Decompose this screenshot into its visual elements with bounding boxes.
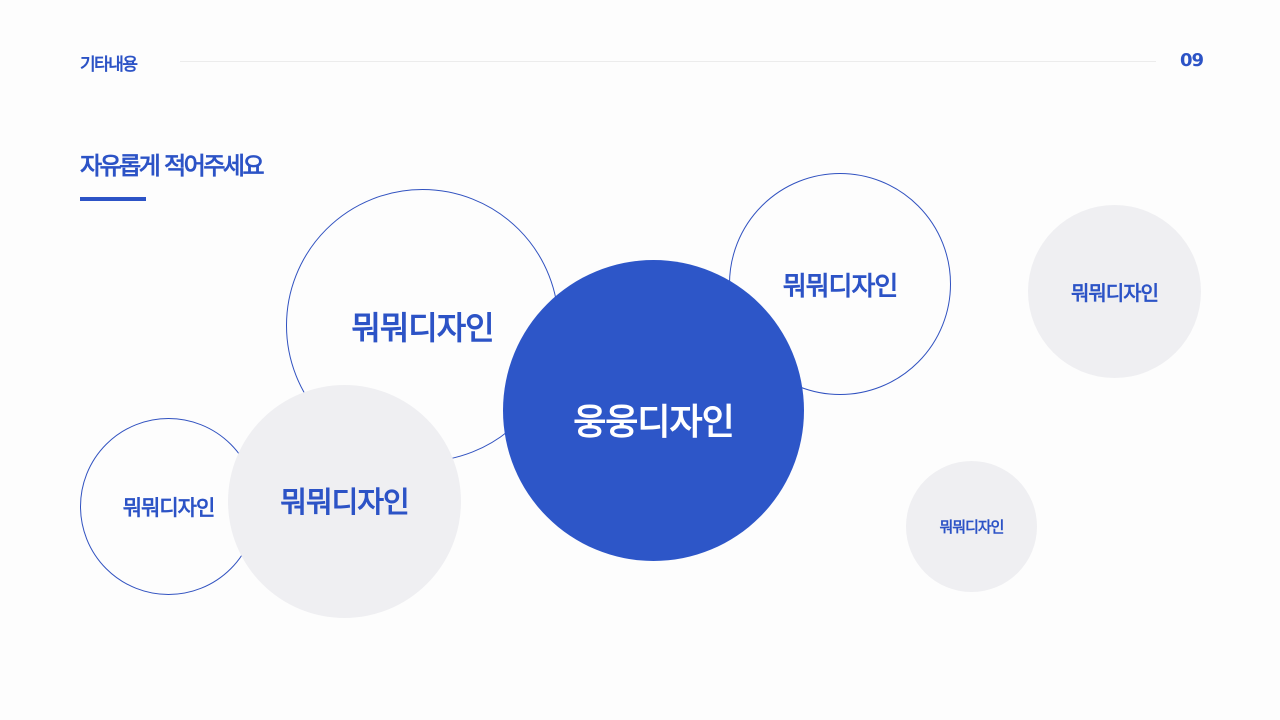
page-number: 09 [1180, 50, 1204, 71]
section-title: 자유롭게 적어주세요 [80, 152, 265, 180]
bubble-outline-small-left: 뭐뭐디자인 [80, 418, 257, 595]
title-underline [80, 197, 146, 201]
header-label: 기타내용 [80, 55, 138, 75]
bubble-label: 뭐뭐디자인 [122, 495, 216, 520]
bubble-grey-small-bottom-right: 뭐뭐디자인 [906, 461, 1037, 592]
bubble-center-filled: 웅웅디자인 [503, 260, 804, 561]
bubble-grey-far-right: 뭐뭐디자인 [1028, 205, 1201, 378]
bubble-grey-left: 뭐뭐디자인 [228, 385, 461, 618]
bubble-label: 뭐뭐디자인 [280, 484, 409, 519]
bubble-label: 뭐뭐디자인 [782, 271, 899, 302]
bubble-label: 뭐뭐디자인 [351, 308, 494, 347]
header-divider [180, 61, 1156, 62]
bubble-label: 웅웅디자인 [573, 401, 735, 443]
bubble-label: 뭐뭐디자인 [939, 518, 1004, 536]
bubble-label: 뭐뭐디자인 [1071, 281, 1159, 305]
